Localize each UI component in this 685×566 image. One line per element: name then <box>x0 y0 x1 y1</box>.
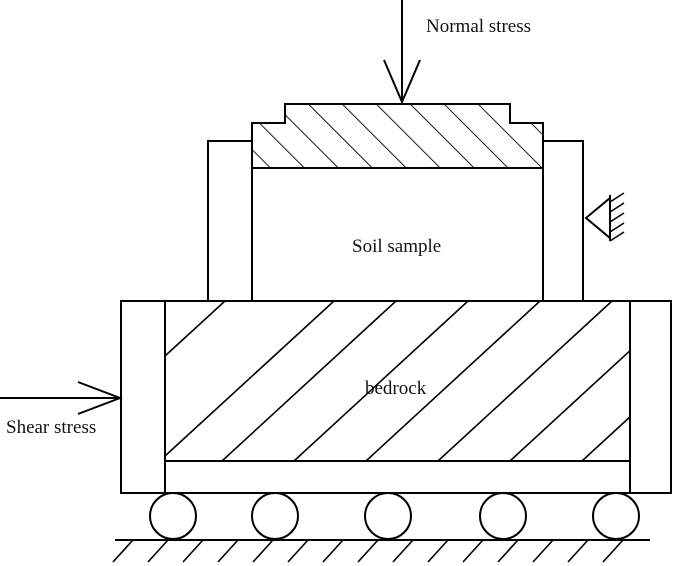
support-triangle <box>584 195 611 241</box>
soil-sample-block <box>251 167 544 302</box>
shear-stress-label: Shear stress <box>6 417 96 438</box>
roller <box>251 492 299 540</box>
shear-stress-arrow <box>0 381 123 415</box>
ground-hatching <box>112 539 624 563</box>
bedrock-block <box>164 300 631 462</box>
upper-shear-box <box>207 140 584 302</box>
roller <box>592 492 640 540</box>
bedrock-label: bedrock <box>365 378 427 399</box>
roller <box>479 492 527 540</box>
ground <box>112 539 650 563</box>
roller <box>149 492 197 540</box>
normal-stress-label: Normal stress <box>426 16 531 37</box>
upper-box-left-wall <box>207 140 253 302</box>
soil-sample-label: Soil sample <box>352 236 441 257</box>
roller <box>364 492 412 540</box>
loading-cap <box>251 103 544 169</box>
rollers <box>149 492 640 540</box>
upper-box-right-wall <box>542 140 584 302</box>
bedrock-hatching <box>165 301 630 461</box>
normal-stress-arrow <box>383 0 421 105</box>
fixed-support <box>584 192 625 242</box>
